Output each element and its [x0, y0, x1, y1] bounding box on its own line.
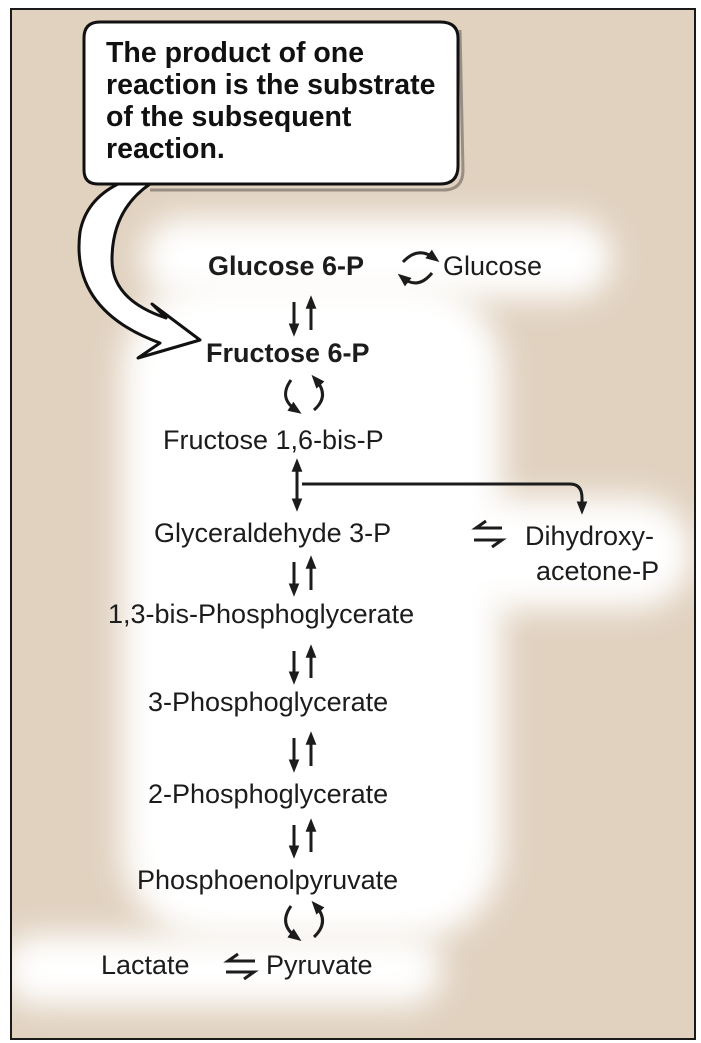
aldolase-arrows — [291, 458, 588, 515]
curved-arrows — [284, 374, 325, 941]
reversible-arrows — [288, 295, 317, 859]
label-fructose-16bp: Fructose 1,6-bis-P — [163, 425, 384, 455]
label-dihydroxyacetone-line1: Dihydroxy- — [525, 521, 655, 551]
label-3-phosphoglycerate: 3-Phosphoglycerate — [148, 687, 389, 717]
label-fructose-6p: Fructose 6-P — [206, 338, 370, 368]
label-lactate: Lactate — [101, 950, 190, 980]
callout-bubble-shadow — [150, 29, 465, 192]
label-glucose: Glucose — [443, 251, 543, 281]
label-glyceraldehyde-3p: Glyceraldehyde 3-P — [154, 518, 392, 548]
label-2-phosphoglycerate: 2-Phosphoglycerate — [148, 779, 389, 809]
label-phosphoenolpyruvate: Phosphoenolpyruvate — [137, 865, 399, 895]
highlight-band-dihydroxyacetone — [452, 498, 692, 608]
label-13-bisphosphoglycerate: 1,3-bis-Phosphoglycerate — [108, 599, 415, 629]
glucose-cycle-arrows — [397, 249, 440, 287]
callout-text: The product of one reaction is the subst… — [106, 37, 436, 165]
label-dihydroxyacetone-line2: acetone-P — [536, 556, 660, 586]
label-glucose-6p: Glucose 6-P — [208, 251, 365, 281]
label-pyruvate: Pyruvate — [266, 950, 373, 980]
callout-bubble — [77, 20, 460, 360]
lactate-pyruvate-arrows — [223, 952, 259, 981]
highlight-band-lactate — [12, 935, 442, 1005]
isomerase-arrows — [471, 519, 507, 549]
